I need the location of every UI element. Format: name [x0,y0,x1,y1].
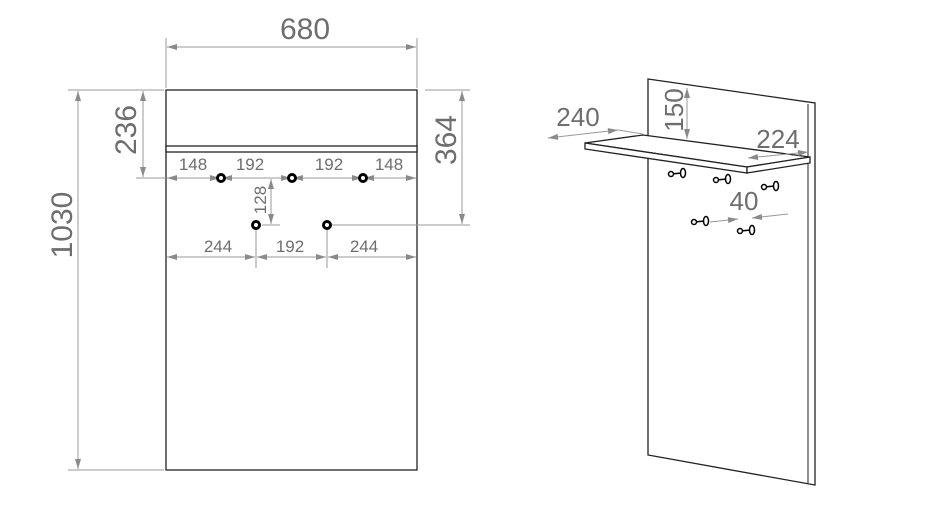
lower-hooks-height-label: 364 [430,115,463,165]
hook-icon [736,224,756,236]
hook-icon [322,220,332,230]
hook-icon [251,220,261,230]
hook-icon [712,173,732,185]
upper-spacing-label: 148 [179,155,207,174]
width-label: 680 [280,13,330,46]
panel-outline-iso [647,78,816,486]
hook-icon [358,173,368,183]
upper-spacing-label: 148 [375,155,403,174]
row-gap-label: 128 [251,186,270,214]
panel-outline [165,89,418,471]
lower-spacing-label: 192 [276,237,304,256]
shelf-depth-label: 240 [556,102,599,132]
shelf-height-label: 236 [110,105,143,155]
hook-depth-label: 40 [730,186,759,216]
hook-icon [287,173,297,183]
shelf-side-label: 224 [756,124,799,154]
shelf-front [165,145,418,153]
upper-spacing-label: 192 [315,155,343,174]
isometric-view: 240 150 224 40 [547,78,816,486]
height-label: 1030 [46,192,79,259]
shelf-offset-label: 150 [659,88,689,131]
lower-spacing-label: 244 [204,237,232,256]
hook-icon [690,215,710,227]
upper-spacing-label: 192 [236,155,264,174]
lower-spacing-label: 244 [350,237,378,256]
hook-icon [760,180,780,192]
hook-icon [667,167,687,179]
hook-icon [216,173,226,183]
front-view: 680 1030 236 364 148 192 192 148 128 [46,13,470,471]
